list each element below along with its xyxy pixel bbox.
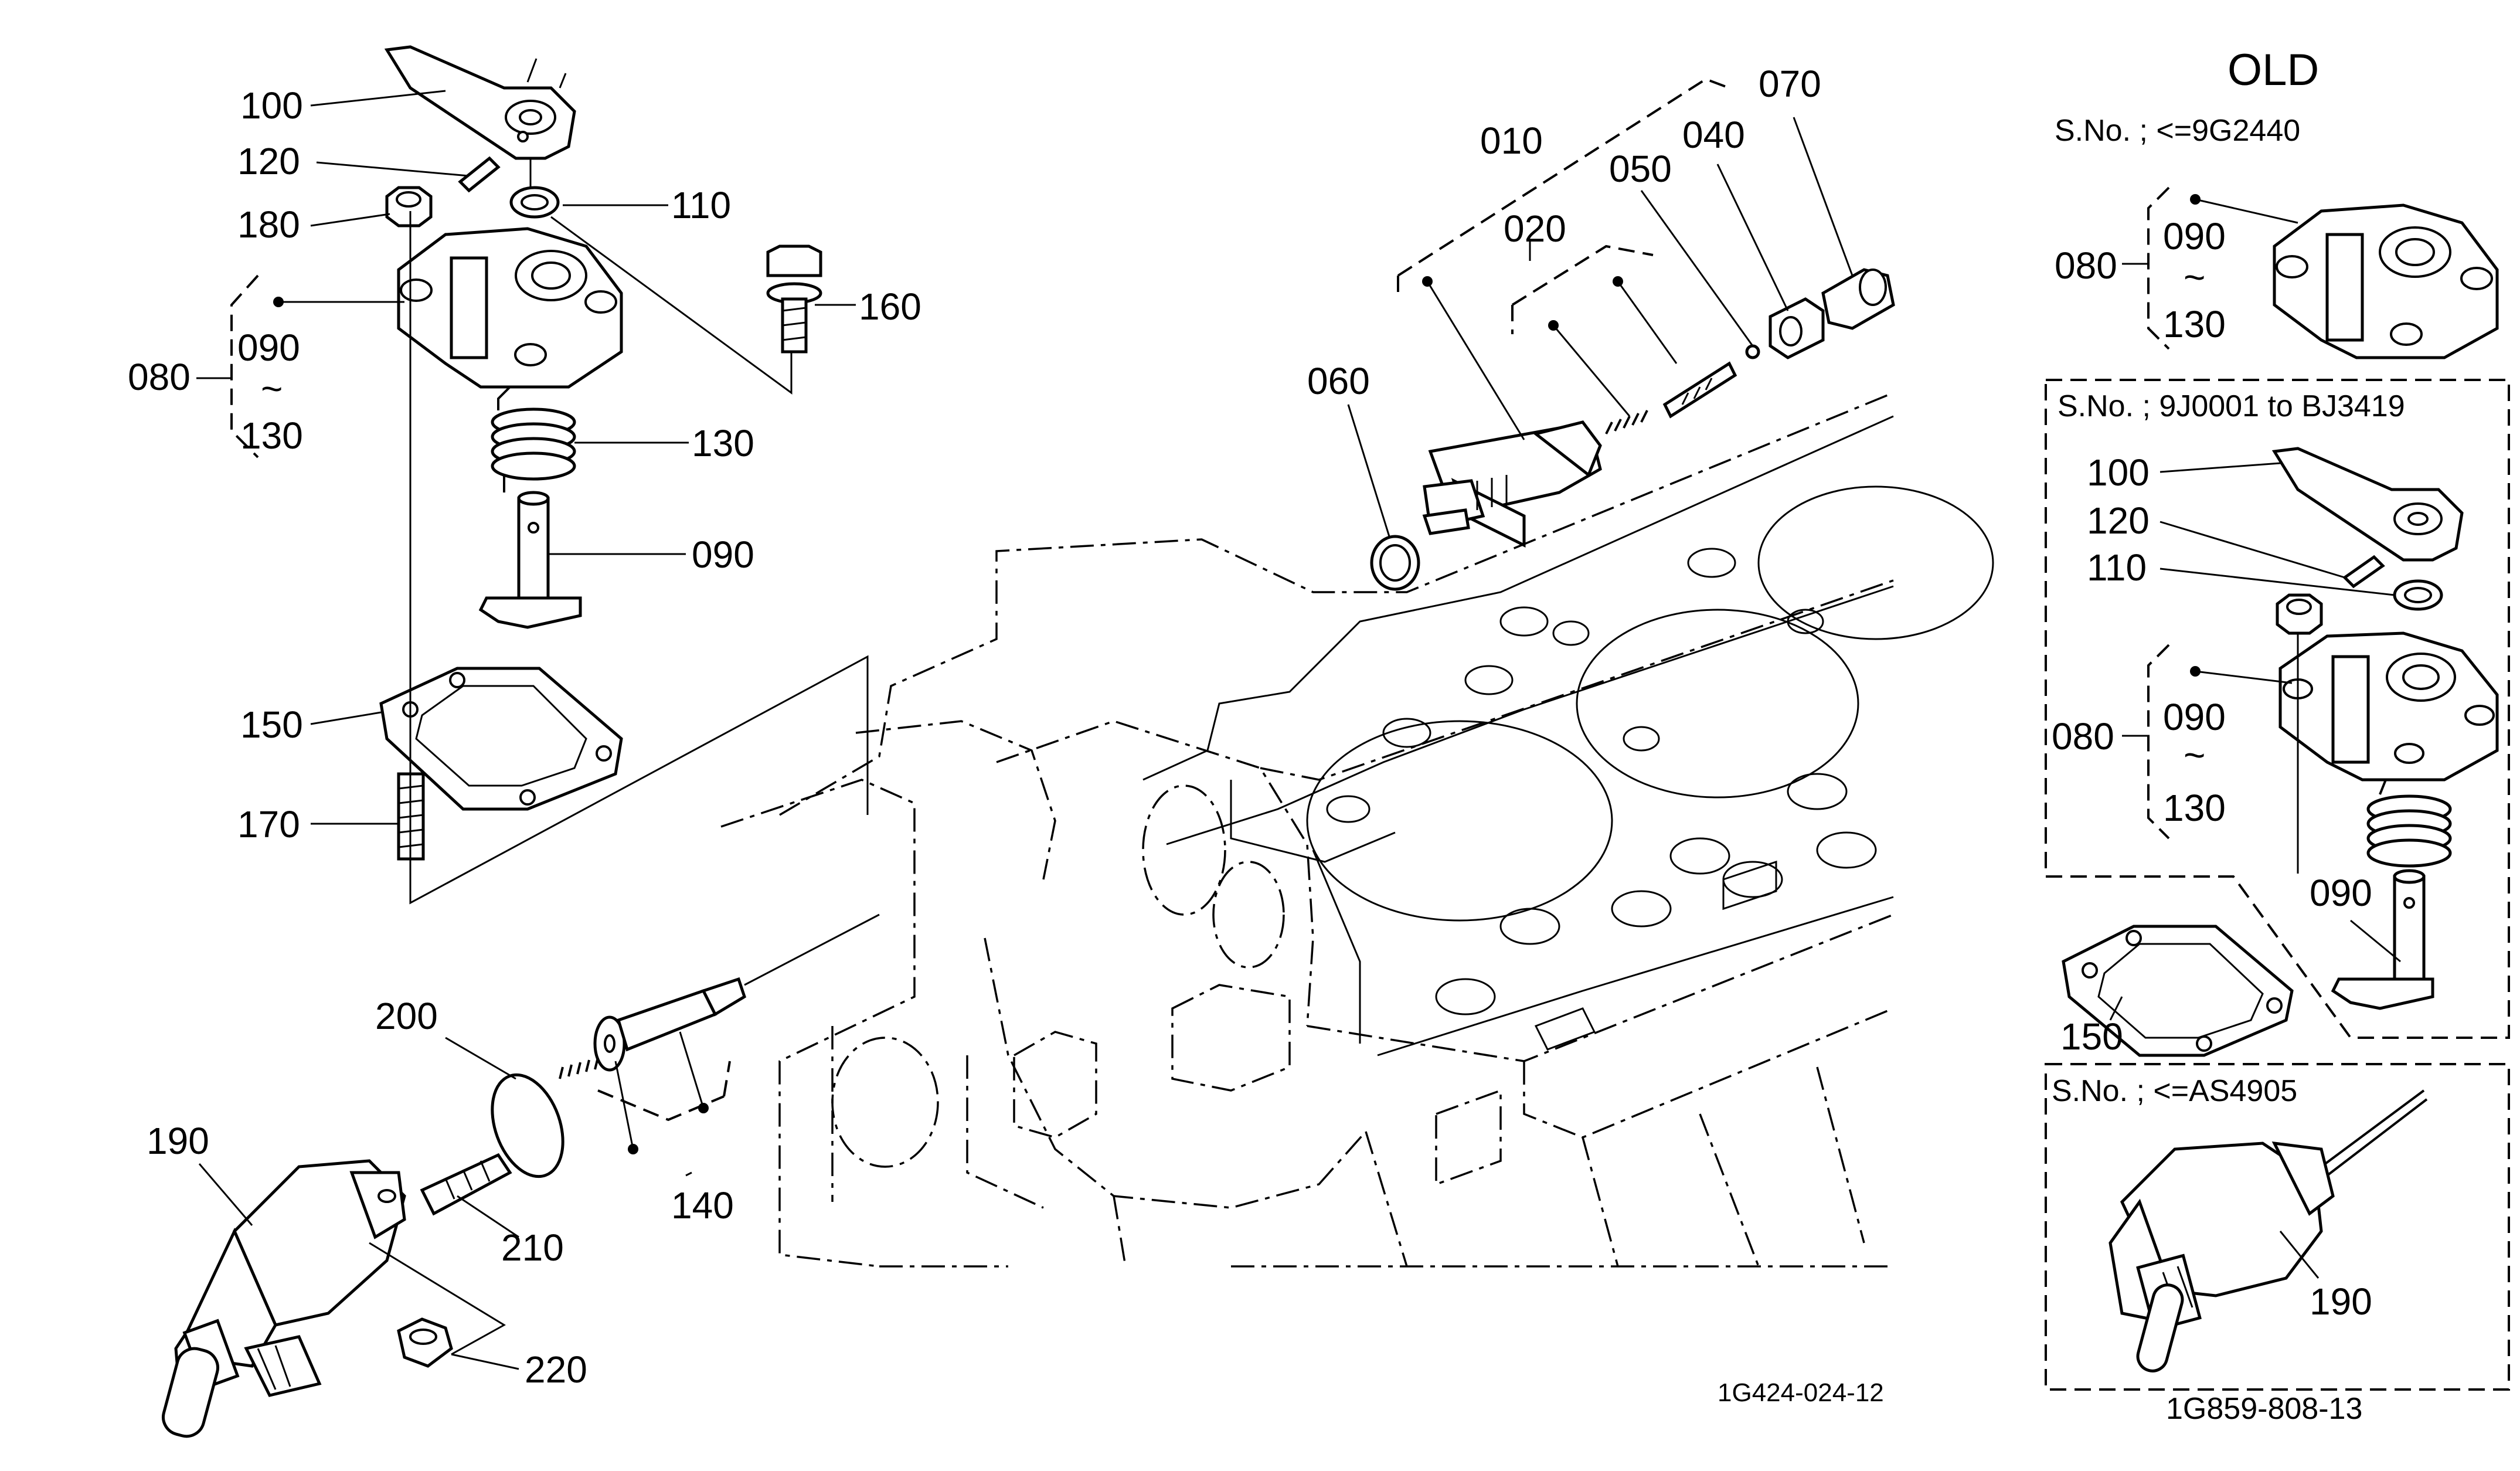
p1-080: 080 xyxy=(2055,244,2117,287)
callout-190: 190 xyxy=(147,1120,209,1162)
callout-160: 160 xyxy=(859,286,921,328)
stop-solenoid-assembly xyxy=(162,913,880,1438)
callout-180: 180 xyxy=(237,203,300,246)
valve-stem-part-050 xyxy=(1662,344,1760,419)
callout-040: 040 xyxy=(1682,114,1745,156)
spring-part-130 xyxy=(491,386,576,492)
old-spring-part-130 xyxy=(2366,779,2452,868)
old-shaft-part-090 xyxy=(2331,869,2434,1010)
valve-body-part-010 xyxy=(1422,420,1602,548)
gasket-part-150 xyxy=(379,667,623,811)
sleeve-part-070 xyxy=(1821,268,1895,330)
callout-200: 200 xyxy=(375,995,438,1037)
old-nut-part xyxy=(2276,593,2323,635)
solenoid-part-190 xyxy=(162,1159,406,1438)
plunger-part-140 xyxy=(593,913,880,1072)
callout-090: 090 xyxy=(237,327,300,369)
panel-3-frame xyxy=(2045,1063,2510,1391)
p2-150: 150 xyxy=(2060,1015,2123,1058)
spring-small-140 xyxy=(559,1057,599,1079)
old-parts-panel: OLD S.No. ; <=9G2440 080 090 ~ 130 S.No.… xyxy=(2045,45,2510,1426)
p2-090b: 090 xyxy=(2310,872,2372,914)
sno-label-1: S.No. ; <=9G2440 xyxy=(2055,114,2300,148)
p2-120: 120 xyxy=(2087,500,2150,542)
lever-part-100 xyxy=(384,45,576,160)
callout-100: 100 xyxy=(240,84,303,127)
callout-labels: 100 120 180 110 080 090 ~ 130 160 130 09… xyxy=(128,63,1884,1407)
nut-part-180 xyxy=(385,186,433,227)
p3-190: 190 xyxy=(2310,1280,2372,1323)
old-title: OLD xyxy=(2227,45,2319,95)
callout-010: 010 xyxy=(1480,120,1543,162)
callout-tilde: ~ xyxy=(261,368,283,410)
callout-210: 210 xyxy=(501,1227,564,1269)
callout-220: 220 xyxy=(525,1348,587,1391)
old-cover-part-080 xyxy=(2273,203,2499,359)
callout-150: 150 xyxy=(240,704,303,746)
old-washer-part-110 xyxy=(2393,579,2443,611)
callout-020: 020 xyxy=(1504,208,1566,250)
old-cover-part-080-b xyxy=(2278,631,2499,782)
engine-block xyxy=(720,392,1894,1268)
sno-label-2: S.No. ; 9J0001 to BJ3419 xyxy=(2058,389,2405,423)
callout-090b: 090 xyxy=(692,534,754,576)
p2-090: 090 xyxy=(2163,696,2226,738)
governor-cover-assembly xyxy=(379,45,869,905)
drawing-code-main: 1G424-024-12 xyxy=(1718,1378,1884,1407)
valve-assembly xyxy=(230,77,1895,1122)
p2-100: 100 xyxy=(2087,451,2150,494)
callout-130a: 130 xyxy=(240,415,303,457)
sno-label-3: S.No. ; <=AS4905 xyxy=(2052,1074,2297,1108)
cap-part-220 xyxy=(397,1317,453,1368)
p2-tilde: ~ xyxy=(2184,734,2205,776)
old-solenoid-part-190 xyxy=(2108,1089,2428,1373)
head-gasket xyxy=(1142,415,1994,1056)
leader-dots xyxy=(273,276,1623,1154)
bolt-part-160 xyxy=(766,244,822,354)
stud-part-210 xyxy=(420,1153,512,1216)
p2-080: 080 xyxy=(2052,715,2114,757)
p1-130: 130 xyxy=(2163,303,2226,345)
p2-130: 130 xyxy=(2163,787,2226,829)
p1-tilde: ~ xyxy=(2184,256,2205,298)
nut-part-040 xyxy=(1769,297,1825,359)
callout-050: 050 xyxy=(1609,148,1672,190)
callout-140: 140 xyxy=(671,1184,734,1227)
pin-part-120 xyxy=(458,156,501,193)
spring-part-020 xyxy=(1605,410,1648,434)
old-pin-part-120 xyxy=(2342,555,2385,589)
callout-110: 110 xyxy=(671,184,731,226)
leader-lines xyxy=(196,90,1854,1370)
callout-120: 120 xyxy=(237,140,300,182)
p1-090: 090 xyxy=(2163,215,2226,257)
p2-110: 110 xyxy=(2087,546,2147,589)
callout-060: 060 xyxy=(1307,360,1370,402)
shaft-part-090 xyxy=(478,491,582,629)
callout-080: 080 xyxy=(128,356,191,398)
callout-070: 070 xyxy=(1759,63,1821,105)
callout-130: 130 xyxy=(692,422,754,464)
callout-170: 170 xyxy=(237,803,300,845)
washer-part-110 xyxy=(509,186,560,219)
cover-part-080 xyxy=(397,227,623,389)
drawing-code-old: 1G859-808-13 xyxy=(2166,1392,2362,1426)
old-lever-part-100 xyxy=(2271,447,2464,562)
